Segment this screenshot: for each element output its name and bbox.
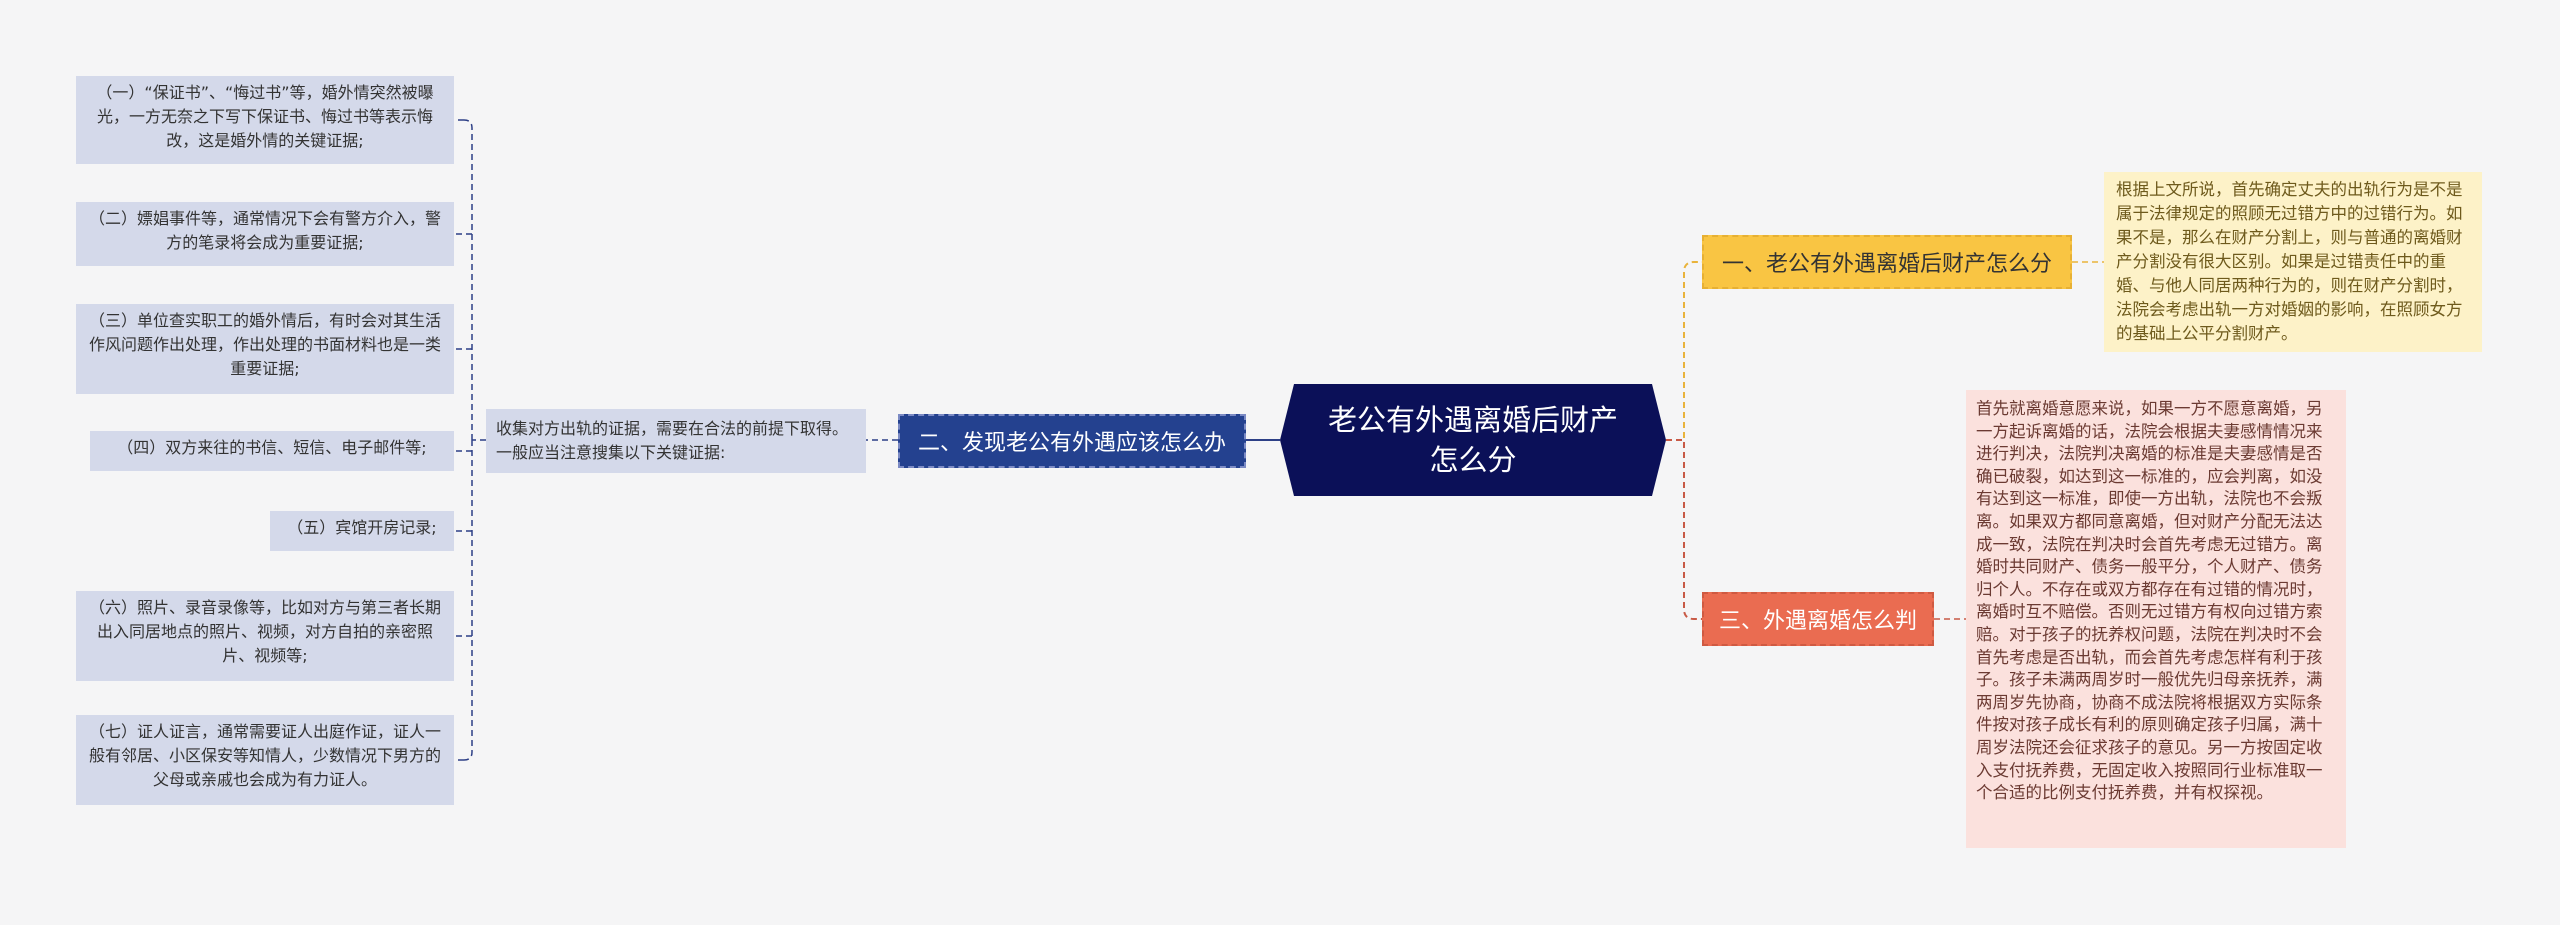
divorce-judgment-text: 首先就离婚意愿来说，如果一方不愿意离婚，另一方起诉离婚的话，法院会根据夫妻感情情… xyxy=(1976,399,2323,803)
root-title: 老公有外遇离婚后财产怎么分 xyxy=(1327,403,1618,477)
evidence-item[interactable]: （一）“保证书”、“悔过书”等，婚外情突然被曝光，一方无奈之下写下保证书、悔过书… xyxy=(76,76,454,164)
evidence-item-text: （七）证人证言，通常需要证人出庭作证，证人一般有邻居、小区保安等知情人，少数情况… xyxy=(88,722,441,789)
evidence-item-text: （六）照片、录音录像等，比如对方与第三者长期出入同居地点的照片、视频，对方自拍的… xyxy=(88,598,441,665)
connector-root-red xyxy=(1666,439,1702,620)
branch-right-bottom[interactable]: 三、外遇离婚怎么判 xyxy=(1702,592,1934,646)
evidence-item[interactable]: （七）证人证言，通常需要证人出庭作证，证人一般有邻居、小区保安等知情人，少数情况… xyxy=(76,715,454,805)
property-division-detail[interactable]: 根据上文所说，首先确定丈夫的出轨行为是不是属于法律规定的照顾无过错方中的过错行为… xyxy=(2104,172,2482,352)
evidence-item-text: （二）嫖娼事件等，通常情况下会有警方介入，警方的笔录将会成为重要证据; xyxy=(88,209,441,252)
evidence-item[interactable]: （三）单位查实职工的婚外情后，有时会对其生活作风问题作出处理，作出处理的书面材料… xyxy=(76,304,454,394)
evidence-item-text: （一）“保证书”、“悔过书”等，婚外情突然被曝光，一方无奈之下写下保证书、悔过书… xyxy=(96,83,434,150)
evidence-item-text: （三）单位查实职工的婚外情后，有时会对其生活作风问题作出处理，作出处理的书面材料… xyxy=(88,311,441,378)
collect-evidence-text: 收集对方出轨的证据，需要在合法的前提下取得。一般应当注意搜集以下关键证据: xyxy=(496,419,849,462)
property-division-text: 根据上文所说，首先确定丈夫的出轨行为是不是属于法律规定的照顾无过错方中的过错行为… xyxy=(2116,180,2463,343)
root-topic[interactable]: 老公有外遇离婚后财产怎么分 xyxy=(1280,384,1666,496)
evidence-item-text: （四）双方来往的书信、短信、电子邮件等; xyxy=(117,438,427,457)
branch-left[interactable]: 二、发现老公有外遇应该怎么办 xyxy=(898,414,1246,468)
collect-evidence-node[interactable]: 收集对方出轨的证据，需要在合法的前提下取得。一般应当注意搜集以下关键证据: xyxy=(486,409,866,473)
evidence-item-text: （五）宾馆开房记录; xyxy=(287,518,437,537)
branch-right-top[interactable]: 一、老公有外遇离婚后财产怎么分 xyxy=(1702,235,2072,289)
branch-right-bottom-label: 三、外遇离婚怎么判 xyxy=(1718,609,1917,634)
connector-evidence-trunk xyxy=(463,119,473,761)
evidence-item[interactable]: （六）照片、录音录像等，比如对方与第三者长期出入同居地点的照片、视频，对方自拍的… xyxy=(76,591,454,681)
branch-right-top-label: 一、老公有外遇离婚后财产怎么分 xyxy=(1721,252,2052,277)
evidence-item[interactable]: （二）嫖娼事件等，通常情况下会有警方介入，警方的笔录将会成为重要证据; xyxy=(76,202,454,266)
evidence-item[interactable]: （五）宾馆开房记录; xyxy=(270,511,454,551)
evidence-item[interactable]: （四）双方来往的书信、短信、电子邮件等; xyxy=(90,431,454,471)
divorce-judgment-detail[interactable]: 首先就离婚意愿来说，如果一方不愿意离婚，另一方起诉离婚的话，法院会根据夫妻感情情… xyxy=(1966,390,2346,848)
branch-left-label: 二、发现老公有外遇应该怎么办 xyxy=(917,431,1226,456)
connector-root-yellow xyxy=(1666,261,1702,441)
